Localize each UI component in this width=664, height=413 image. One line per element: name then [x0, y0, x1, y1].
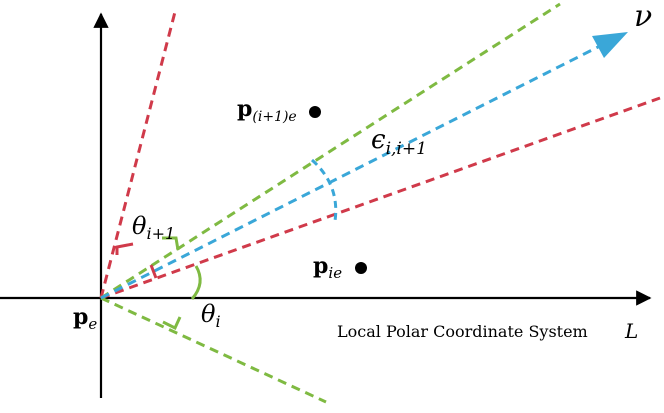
point-pie [355, 262, 367, 274]
label-theta-i1: θi+1 [132, 212, 175, 243]
point-pi1e [309, 106, 321, 118]
theta-i-arc [190, 265, 202, 300]
direction-vector-line [100, 44, 601, 300]
direction-vector-arrowhead [592, 32, 628, 58]
green-boundary-line-lower [100, 296, 327, 404]
red-right-angle-lower [149, 264, 158, 279]
label-pi1e: p(i+1)e [237, 96, 297, 125]
red-boundary-line-lower [100, 96, 661, 300]
system-label: Local Polar Coordinate System [337, 322, 588, 341]
label-pie: pie [313, 253, 342, 282]
label-theta-i: θi [201, 300, 221, 331]
epsilon-arc [311, 158, 338, 222]
label-nu: ν [634, 0, 652, 34]
label-pe: pe [73, 304, 97, 333]
label-epsilon: ϵi,i+1 [371, 125, 427, 159]
green-right-angle-upper [162, 236, 180, 251]
green-right-angle-lower [162, 316, 182, 331]
red-right-angle-upper [115, 242, 134, 255]
green-boundary-line-upper [100, 2, 561, 300]
system-symbol: L [624, 319, 638, 343]
red-boundary-line-upper [99, 7, 178, 299]
